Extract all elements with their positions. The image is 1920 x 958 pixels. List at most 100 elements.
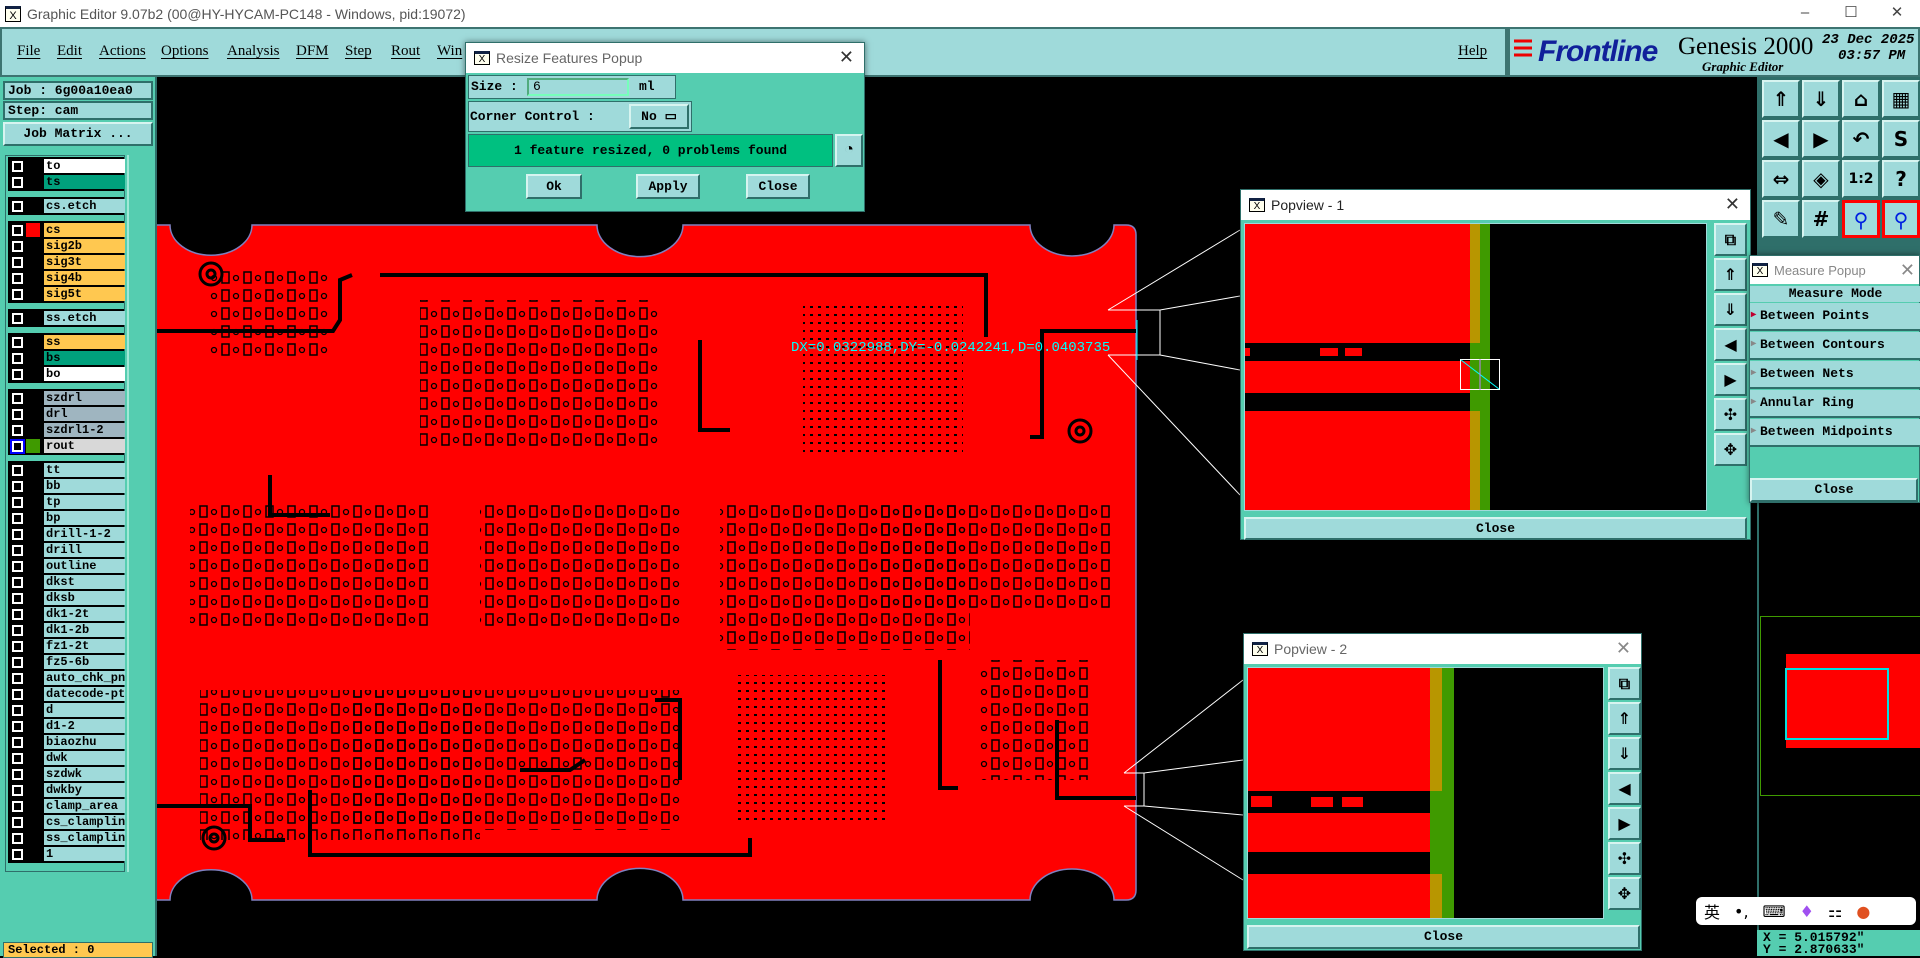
pan-right-icon[interactable]: ▶: [1714, 363, 1747, 396]
layer-name[interactable]: drill: [44, 543, 125, 557]
layer-color-swatch[interactable]: [26, 735, 40, 749]
layer-color-swatch[interactable]: [26, 687, 40, 701]
layer-checkbox[interactable]: [10, 510, 25, 526]
page-down-icon[interactable]: ⇓: [1608, 737, 1641, 770]
menu-analysis[interactable]: Analysis: [227, 43, 280, 59]
job-matrix-button[interactable]: Job Matrix ...: [3, 122, 153, 146]
layer-color-swatch[interactable]: [26, 719, 40, 733]
page-up-icon[interactable]: ⇑: [1608, 702, 1641, 735]
menu-edit[interactable]: Edit: [57, 43, 82, 59]
layer-row-d1-2[interactable]: d1-2: [9, 718, 125, 734]
resize-popup-title-bar[interactable]: X Resize Features Popup ✕: [466, 43, 864, 73]
layer-checkbox[interactable]: [10, 606, 25, 622]
layer-name[interactable]: cs: [44, 223, 125, 237]
popview-1-close-button[interactable]: Close: [1244, 517, 1747, 540]
layer-color-swatch[interactable]: [26, 175, 40, 189]
layer-name[interactable]: bp: [44, 511, 125, 525]
layer-row-sig4b[interactable]: sig4b: [9, 270, 125, 286]
layer-row-bb[interactable]: bb: [9, 478, 125, 494]
layer-row-szdwk[interactable]: szdwk: [9, 766, 125, 782]
layer-color-swatch[interactable]: [26, 159, 40, 173]
layer-checkbox[interactable]: [10, 734, 25, 750]
layer-color-swatch[interactable]: [26, 783, 40, 797]
layer-color-swatch[interactable]: [26, 239, 40, 253]
pan-left-icon[interactable]: ◀: [1762, 120, 1800, 158]
layer-name[interactable]: biaozhu: [44, 735, 125, 749]
layer-row-to[interactable]: to: [9, 158, 125, 174]
layer-checkbox[interactable]: [10, 654, 25, 670]
layer-row-fz1-2t[interactable]: fz1-2t: [9, 638, 125, 654]
apps-grid-icon[interactable]: ⚏: [1827, 901, 1843, 921]
menu-step[interactable]: Step: [345, 43, 372, 59]
ime-language-toggle[interactable]: 英: [1704, 903, 1721, 922]
keyboard-icon[interactable]: ⌨: [1762, 901, 1786, 921]
layer-checkbox[interactable]: [10, 814, 25, 830]
layer-row-drl[interactable]: drl: [9, 406, 125, 422]
close-icon[interactable]: ✕: [838, 47, 854, 68]
layer-color-swatch[interactable]: [26, 511, 40, 525]
layer-name[interactable]: to: [44, 159, 125, 173]
layer-row-dksb[interactable]: dksb: [9, 590, 125, 606]
layer-row-ss_clampline[interactable]: ss_clampline: [9, 830, 125, 846]
layer-row-dwkby[interactable]: dwkby: [9, 782, 125, 798]
layer-checkbox[interactable]: [10, 846, 25, 862]
layer-color-swatch[interactable]: [26, 591, 40, 605]
page-down-icon[interactable]: ⇓: [1714, 293, 1747, 326]
layer-checkbox[interactable]: [10, 750, 25, 766]
layer-row-tt[interactable]: tt: [9, 462, 125, 478]
layer-checkbox[interactable]: [10, 670, 25, 686]
net-highlight-icon[interactable]: ⚲: [1842, 200, 1880, 238]
layer-row-dwk[interactable]: dwk: [9, 750, 125, 766]
layer-row-datecode-ptc[interactable]: datecode-ptc: [9, 686, 125, 702]
layer-name[interactable]: sig2b: [44, 239, 125, 253]
zoom-in-icon[interactable]: ✣: [1608, 842, 1641, 875]
layer-name[interactable]: datecode-ptc: [44, 687, 125, 701]
layer-color-swatch[interactable]: [26, 831, 40, 845]
layer-color-swatch[interactable]: [26, 815, 40, 829]
layer-checkbox[interactable]: [10, 766, 25, 782]
layer-color-swatch[interactable]: [26, 495, 40, 509]
layer-name[interactable]: szdrl: [44, 391, 125, 405]
layer-row-cs[interactable]: cs: [9, 222, 125, 238]
layer-checkbox[interactable]: [10, 254, 25, 270]
layer-color-swatch[interactable]: [26, 847, 40, 861]
layer-checkbox[interactable]: [10, 222, 25, 238]
layer-color-swatch[interactable]: [26, 423, 40, 437]
menu-rout[interactable]: Rout: [391, 43, 421, 59]
zoom-window-icon[interactable]: ⧉: [1714, 223, 1747, 256]
layer-checkbox[interactable]: [10, 574, 25, 590]
layer-color-swatch[interactable]: [26, 623, 40, 637]
skin-icon[interactable]: ♦: [1799, 901, 1814, 921]
layer-color-swatch[interactable]: [26, 311, 40, 325]
layer-name[interactable]: fz5-6b: [44, 655, 125, 669]
layer-row-bp[interactable]: bp: [9, 510, 125, 526]
layer-color-swatch[interactable]: [26, 199, 40, 213]
minimize-button[interactable]: –: [1800, 4, 1810, 21]
layer-color-swatch[interactable]: [26, 527, 40, 541]
layer-checkbox[interactable]: [10, 622, 25, 638]
measure-mode-option[interactable]: ▸Between Nets: [1750, 361, 1920, 389]
layer-checkbox[interactable]: [10, 158, 25, 174]
layer-row-bo[interactable]: bo: [9, 366, 125, 382]
layer-checkbox[interactable]: [10, 718, 25, 734]
layer-row-cs_clampline[interactable]: cs_clampline: [9, 814, 125, 830]
layer-name[interactable]: szdwk: [44, 767, 125, 781]
zoom-in-icon[interactable]: ✣: [1714, 398, 1747, 431]
layer-name[interactable]: sig4b: [44, 271, 125, 285]
layer-name[interactable]: 1: [44, 847, 125, 861]
layer-name[interactable]: dksb: [44, 591, 125, 605]
layer-name[interactable]: bo: [44, 367, 125, 381]
ok-button[interactable]: Ok: [526, 174, 582, 199]
layer-checkbox[interactable]: [10, 478, 25, 494]
layer-checkbox[interactable]: [10, 366, 25, 382]
layer-name[interactable]: cs_clampline: [44, 815, 125, 829]
layer-row-ss[interactable]: ss: [9, 334, 125, 350]
layer-name[interactable]: dwkby: [44, 783, 125, 797]
layer-color-swatch[interactable]: [26, 671, 40, 685]
layer-name[interactable]: fz1-2t: [44, 639, 125, 653]
menu-window[interactable]: Win: [437, 43, 463, 59]
layer-checkbox[interactable]: [10, 702, 25, 718]
layer-row-ts[interactable]: ts: [9, 174, 125, 190]
menu-file[interactable]: File: [17, 43, 41, 59]
